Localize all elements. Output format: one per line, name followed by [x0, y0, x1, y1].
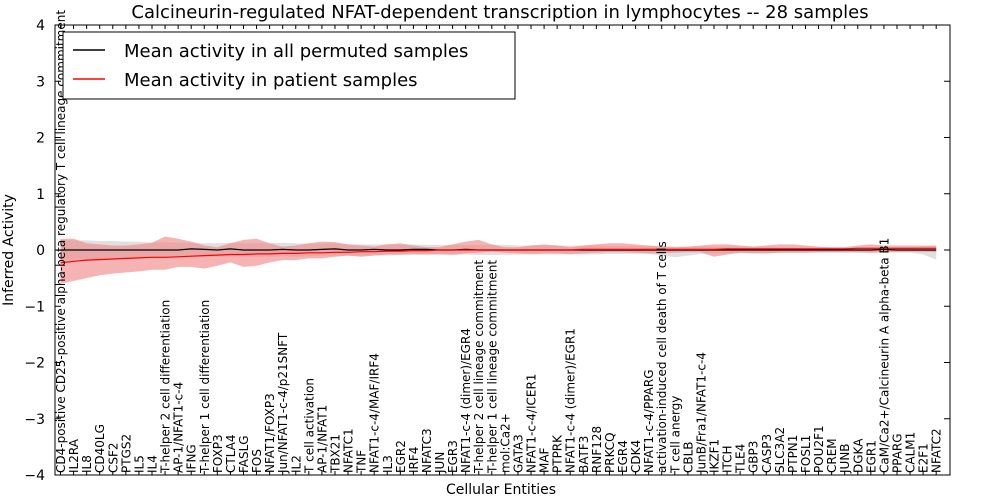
y-tick-label: −2	[24, 356, 45, 372]
x-tick-label: JunB/Fra1/NFAT1-c-4	[694, 352, 708, 474]
x-tick-label: TNF	[355, 450, 369, 474]
x-tick-label: IL5	[132, 455, 146, 473]
x-tick-label: T-helper 1 cell differentiation	[198, 300, 212, 474]
x-tick-label: CBLB	[681, 441, 695, 473]
x-tick-label: CREM	[825, 438, 839, 473]
x-tick-label: NFAT1-c-4/ICER1	[525, 374, 539, 473]
x-tick-label: GATA3	[512, 434, 526, 473]
x-tick-label: RNF128	[590, 426, 604, 473]
x-tick-label: AP-1/NFAT1	[315, 405, 329, 473]
x-tick-label: SLC3A2	[773, 427, 787, 473]
y-tick-label: 4	[36, 18, 45, 34]
x-tick-label: CaM/Ca2+/Calcineurin A alpha-beta B1	[877, 238, 891, 473]
x-axis-label: Cellular Entities	[446, 482, 556, 498]
x-tick-label: TLE4	[734, 444, 748, 474]
x-tick-label: CD4-positive CD25-positive alpha-beta re…	[54, 10, 68, 473]
x-tick-label: EGR2	[394, 440, 408, 473]
x-tick-label: IRF4	[407, 447, 421, 473]
x-tick-label: IL2	[289, 455, 303, 473]
x-tick-label: IKZF1	[708, 439, 722, 473]
x-tick-label: CD40LG	[93, 424, 107, 473]
x-tick-label: TBX21	[329, 434, 343, 474]
x-tick-label: CASP3	[760, 434, 774, 473]
x-tick-label: NFAT1-c-4/PPARG	[642, 369, 656, 473]
y-tick-label: −3	[24, 412, 45, 428]
y-tick-label: −1	[24, 299, 45, 315]
x-tick-label: T cell anergy	[668, 396, 682, 474]
x-tick-label: MAF	[538, 447, 552, 473]
x-tick-label: NFATC3	[420, 428, 434, 473]
x-tick-label: PRKCQ	[603, 432, 617, 473]
x-tick-label: NFATC1	[342, 428, 356, 473]
x-tick-label: IL4	[146, 455, 160, 473]
x-tick-label: NFAT1-c-4/MAF/IRF4	[368, 353, 382, 473]
x-tick-label: T-helper 2 cell lineage commitment	[472, 260, 486, 474]
legend: Mean activity in all permuted samples Me…	[62, 31, 516, 100]
legend-box	[62, 31, 516, 100]
x-tick-label: NFAT1/FOXP3	[263, 393, 277, 473]
x-tick-label: JUN	[433, 452, 447, 474]
x-tick-label: EGR1	[864, 440, 878, 473]
x-tick-label: ITCH	[721, 445, 735, 473]
x-tick-label: CALM1	[904, 432, 918, 473]
x-tick-label: T cell activation	[302, 378, 316, 474]
x-tick-label: mol:Ca2+	[498, 413, 512, 473]
x-tick-label: IL8	[80, 455, 94, 473]
series-line-mean-activity-in-patient-samples	[60, 247, 937, 264]
y-tick-label: 3	[36, 74, 45, 90]
x-tick-label: FOSL1	[799, 435, 813, 473]
series-lines	[60, 247, 937, 264]
x-tick-label: NFAT1-c-4 (dimer)/EGR4	[459, 328, 473, 473]
x-tick-label: T-helper 2 cell differentiation	[159, 300, 173, 474]
y-tick-label: −4	[24, 468, 45, 484]
x-tick-label: AP-1/NFAT1-c-4	[172, 382, 186, 473]
axis-ticks	[55, 24, 950, 476]
band-mean-activity-in-patient-samples	[60, 236, 937, 284]
y-tick-label: 0	[36, 243, 45, 259]
x-tick-label: PTPRK	[551, 434, 565, 473]
x-tick-label: CDK4	[629, 440, 643, 473]
x-tick-label: FASLG	[237, 435, 251, 473]
x-tick-label: POU2F1	[812, 425, 826, 473]
x-tick-label: CTLA4	[224, 434, 238, 473]
x-tick-label: Jun/NFAT1-c-4/p21SNFT	[276, 332, 290, 474]
x-tick-label: IL3	[381, 455, 395, 473]
x-tick-label: DGKA	[851, 438, 865, 473]
legend-label-permuted: Mean activity in all permuted samples	[124, 41, 468, 62]
x-tick-label: E2F1	[917, 443, 931, 473]
x-tick-label: activation-induced cell death of T cells	[655, 241, 669, 473]
x-tick-label: EGR3	[446, 440, 460, 473]
x-tick-label: FOS	[250, 449, 264, 473]
x-tick-label: PPARG	[891, 433, 905, 473]
plot-frame	[54, 24, 951, 476]
x-tick-label: FOXP3	[211, 434, 225, 473]
x-tick-label: PTPN1	[786, 435, 800, 473]
y-tick-label: 2	[36, 131, 45, 147]
x-tick-label: NFATC2	[930, 428, 944, 473]
x-tick-label: T-helper 1 cell lineage commitment	[485, 260, 499, 474]
y-tick-labels: 4 3 2 1 0 −1 −2 −3 −4	[24, 18, 45, 484]
x-tick-label: IL2RA	[67, 438, 81, 473]
x-tick-label: BATF3	[577, 436, 591, 473]
y-axis-label: Inferred Activity	[1, 194, 17, 306]
y-tick-label: 1	[36, 187, 45, 203]
x-tick-labels: CD4-positive CD25-positive alpha-beta re…	[54, 10, 944, 474]
legend-label-patient: Mean activity in patient samples	[124, 70, 418, 91]
x-tick-label: IFNG	[185, 444, 199, 473]
x-tick-label: CSF2	[106, 442, 120, 473]
x-tick-label: GBP3	[747, 441, 761, 473]
chart-title: Calcineurin-regulated NFAT-dependent tra…	[131, 2, 868, 23]
x-tick-label: PTGS2	[119, 434, 133, 473]
x-tick-label: EGR4	[616, 440, 630, 473]
x-tick-label: JUNB	[838, 443, 852, 474]
x-tick-label: NFAT1-c-4 (dimer)/EGR1	[564, 328, 578, 473]
